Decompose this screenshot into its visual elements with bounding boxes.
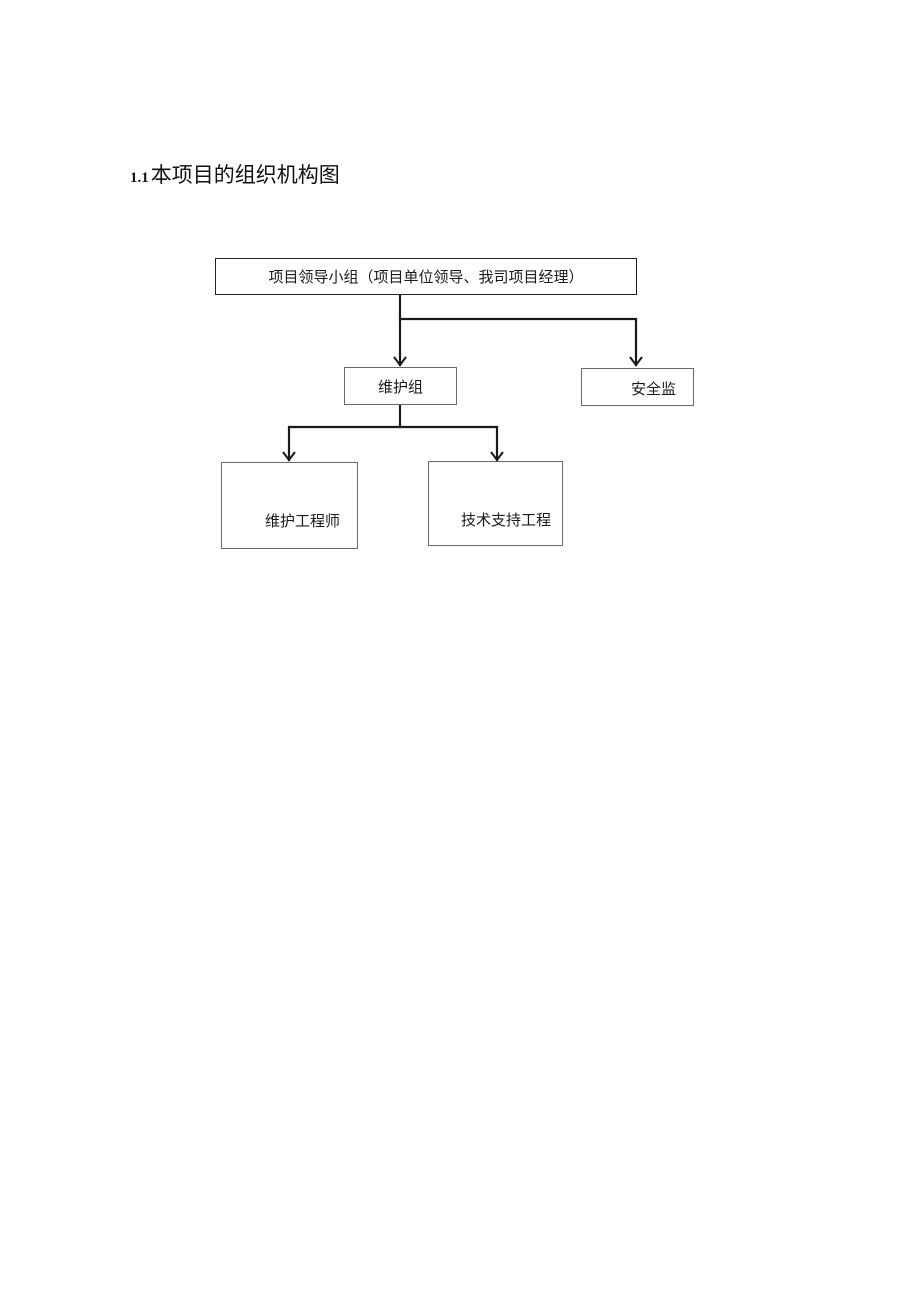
tech-support-engineer-box: 技术支持工程 — [428, 461, 563, 546]
safety-supervision-label: 安全监 — [631, 380, 677, 398]
maintenance-engineer-box: 维护工程师 — [221, 462, 358, 549]
section-number: 1.1 — [130, 170, 149, 186]
maintenance-engineer-label: 维护工程师 — [265, 512, 341, 530]
arrowhead-safety — [629, 356, 643, 367]
maintenance-group-box: 维护组 — [344, 367, 457, 405]
arrowhead-group — [393, 356, 407, 367]
tech-support-engineer-label: 技术支持工程 — [461, 511, 552, 529]
connector-top-to-safety — [398, 317, 638, 367]
arrowhead-engineer — [282, 451, 296, 462]
section-title: 本项目的组织机构图 — [150, 163, 340, 187]
connector-split — [287, 425, 499, 462]
leadership-team-label: 项目领导小组（项目单位领导、我司项目经理） — [268, 268, 584, 286]
section-heading: 1.1本项目的组织机构图 — [130, 160, 340, 193]
maintenance-group-label: 维护组 — [377, 377, 423, 396]
arrowhead-tech — [490, 451, 504, 462]
leadership-team-box: 项目领导小组（项目单位领导、我司项目经理） — [215, 258, 637, 295]
safety-supervision-box: 安全监 — [581, 368, 694, 406]
